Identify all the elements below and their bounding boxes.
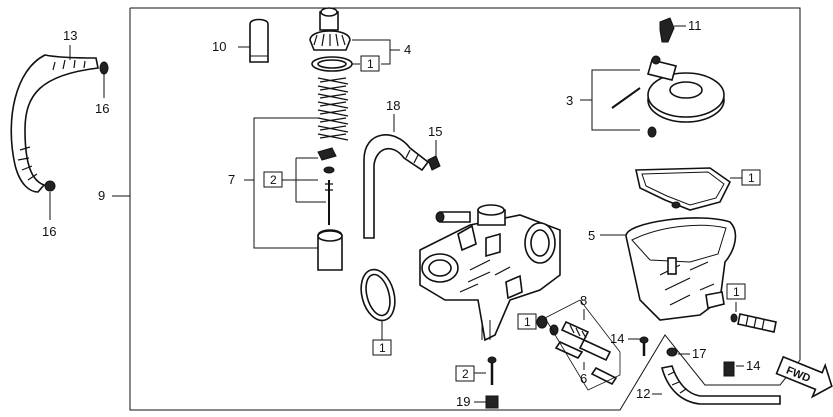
callout-3: 3 [566,93,573,108]
fwd-arrow [775,355,833,399]
callout-13: 13 [63,28,77,43]
clip-15 [427,155,441,171]
svg-text:2: 2 [462,367,469,381]
screw-19 [485,395,499,409]
svg-text:1: 1 [524,315,531,329]
float-chamber-gasket [635,167,732,211]
boxed-callout-1-ring: 1 [372,339,392,356]
callout-5: 5 [588,228,595,243]
pilot-screw-set [536,315,618,386]
svg-text:1: 1 [379,341,386,355]
callout-16-top: 16 [95,101,109,116]
boxed-callout-2-clip: 2 [263,171,283,188]
boxed-callout-2-screw: 2 [455,365,475,382]
clip-11 [659,17,675,43]
callout-8: 8 [580,293,587,308]
drain-tube-12 [661,365,781,405]
callout-4: 4 [404,42,411,57]
boxed-callout-1-cap: 1 [360,55,380,72]
throttle-valve [317,229,343,271]
boxed-callout-1-gasket: 1 [741,169,761,186]
cap-10 [249,18,269,63]
drain-screw [730,313,777,333]
callout-15: 15 [428,124,442,139]
svg-text:1: 1 [367,57,374,71]
callout-14-left: 14 [610,331,624,346]
valve-3 [611,55,725,138]
callout-6: 6 [580,371,587,386]
screw-14-right [723,361,735,377]
callout-16-bottom: 16 [42,224,56,239]
callout-18: 18 [386,98,400,113]
callout-19: 19 [456,394,470,409]
carburetor-body [419,204,561,342]
callout-11: 11 [688,18,702,33]
boxed-callout-1-drain: 1 [726,283,746,300]
callout-12: 12 [636,386,650,401]
svg-text:1: 1 [733,285,740,299]
carb-top-cap-4 [309,7,351,51]
hose-clip-16-top [99,61,109,75]
callout-10: 10 [212,39,226,54]
throttle-spring [317,77,349,141]
needle-clip-retainer [317,147,337,174]
callout-9: 9 [98,188,105,203]
clip-17 [666,347,678,357]
svg-text:2: 2 [270,173,277,187]
screw-2 [487,356,497,385]
fuel-hose-13 [10,54,99,193]
jet-needle [325,180,333,225]
callout-7: 7 [228,172,235,187]
hose-clip-16-bottom [44,180,56,192]
float-chamber-5 [625,217,737,321]
insulator-ring [360,268,396,322]
vent-tube-18 [363,134,430,239]
screw-14-left [639,336,649,356]
svg-text:1: 1 [748,171,755,185]
callout-14-right: 14 [746,358,760,373]
boxed-callout-1-pilot: 1 [517,313,537,330]
o-ring [311,56,353,72]
callout-17: 17 [692,346,706,361]
